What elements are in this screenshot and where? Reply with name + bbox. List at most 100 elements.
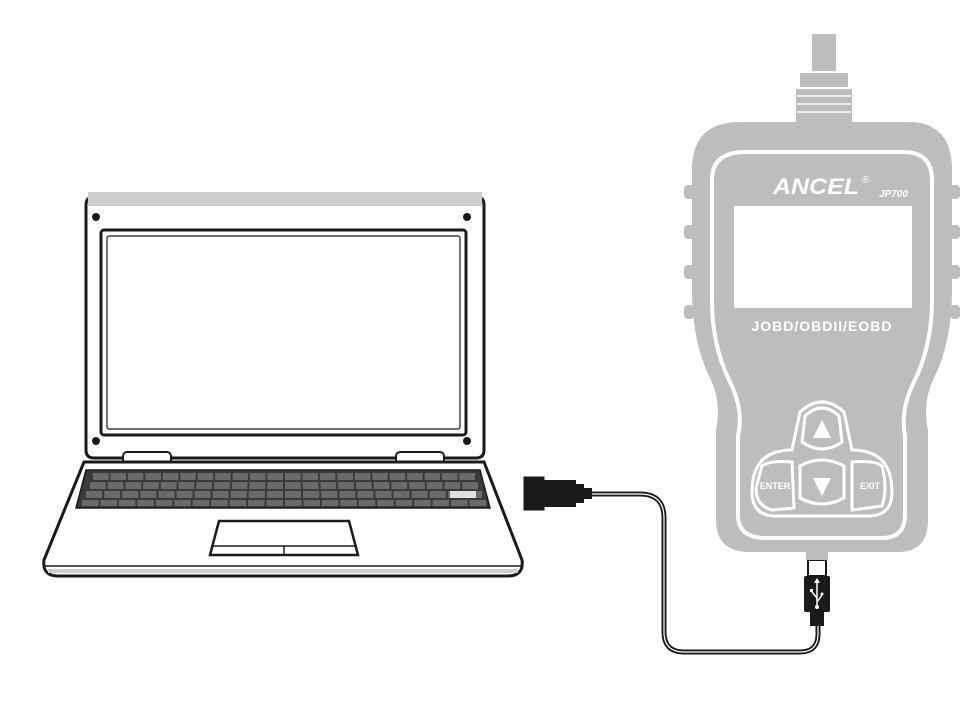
keyboard-key	[180, 473, 196, 480]
keyboard-key	[357, 491, 374, 498]
scanner-display	[734, 206, 912, 308]
keyboard-key	[158, 491, 175, 498]
keyboard-key	[194, 491, 211, 498]
keyboard-key	[155, 500, 173, 506]
triangle-up-icon	[813, 420, 831, 438]
keyboard-key	[338, 482, 354, 489]
registered-mark: ®	[862, 175, 870, 186]
keyboard-key	[303, 500, 320, 506]
enter-label: ENTER	[760, 481, 791, 491]
keyboard-key	[426, 482, 443, 489]
keyboard-key	[250, 473, 266, 480]
usb-plug-scanner	[804, 559, 830, 626]
scanner-brand: ANCEL	[772, 174, 859, 199]
keyboard-key	[391, 482, 408, 489]
up-button[interactable]	[800, 406, 844, 451]
keyboard-key	[104, 491, 121, 498]
keyboard-key	[395, 500, 413, 506]
keyboard-key	[266, 491, 283, 498]
keyboard-key	[321, 491, 338, 498]
keyboard-key	[90, 482, 106, 489]
scanner-keypad: ENTER EXIT	[750, 400, 894, 518]
keyboard-key	[118, 500, 136, 506]
scanner-face	[710, 150, 934, 540]
keyboard-key	[137, 500, 154, 506]
keyboard-key	[340, 500, 357, 506]
keyboard-key	[125, 482, 142, 489]
keyboard-key	[160, 482, 177, 489]
keyboard-key	[214, 482, 230, 489]
down-button[interactable]	[798, 458, 846, 506]
triangle-down-icon	[813, 478, 831, 496]
scanner-protocols: JOBD/OBDII/EOBD	[751, 318, 892, 334]
keyboard-key	[375, 491, 392, 498]
usb-cable	[523, 476, 830, 655]
keyboard-key	[93, 473, 109, 480]
keyboard-key	[302, 473, 318, 480]
usb-plug-laptop	[523, 476, 545, 511]
keyboard-key	[212, 491, 229, 498]
exit-button[interactable]: EXIT	[850, 460, 887, 512]
keyboard-key	[358, 500, 376, 506]
keyboard-key	[82, 500, 99, 506]
keyboard-key	[373, 482, 390, 489]
scanner-model: JP700	[879, 189, 908, 200]
keyboard-key	[285, 482, 301, 489]
keyboard-key	[444, 482, 461, 489]
keyboard-key	[174, 500, 191, 506]
keyboard-key	[354, 473, 371, 480]
keyboard-key	[469, 500, 486, 506]
laptop	[42, 192, 524, 578]
keyboard-key	[411, 491, 428, 498]
keyboard-key	[211, 500, 228, 506]
scanner-grip	[684, 185, 960, 319]
keyboard-key	[319, 473, 336, 480]
keyboard-key	[450, 491, 476, 498]
keyboard-key	[192, 500, 210, 506]
keyboard-key	[285, 473, 301, 480]
keyboard-key	[372, 473, 388, 480]
keyboard-key	[145, 473, 161, 480]
keyboard-key	[100, 500, 117, 506]
keyboard-key	[231, 482, 248, 489]
keyboard-key	[320, 482, 337, 489]
keyboard-key	[230, 491, 247, 498]
keyboard-key	[285, 491, 302, 498]
keyboard-key	[110, 473, 126, 480]
keyboard-key	[321, 500, 339, 506]
keyboard-key	[409, 482, 425, 489]
keyboard-key	[429, 491, 446, 498]
keyboard-key	[122, 491, 139, 498]
keyboard-key	[196, 482, 213, 489]
keyboard-key	[197, 473, 214, 480]
keyboard-key	[127, 473, 144, 480]
keyboard-key	[267, 473, 283, 480]
keyboard-key	[339, 491, 356, 498]
keyboard-key	[249, 482, 266, 489]
keyboard-key	[232, 473, 249, 480]
keyboard-key	[248, 491, 265, 498]
keyboard-key	[414, 500, 431, 506]
keyboard-key	[377, 500, 394, 506]
keyboard-key	[107, 482, 124, 489]
keyboard-key	[451, 500, 468, 506]
exit-label: EXIT	[860, 481, 881, 491]
keyboard-key	[267, 482, 283, 489]
keyboard-key	[285, 500, 302, 506]
keyboard-key	[355, 482, 372, 489]
keyboard-keys	[82, 473, 486, 506]
keyboard-key	[143, 482, 159, 489]
keyboard-key	[215, 473, 231, 480]
keyboard-key	[302, 482, 319, 489]
keyboard-key	[303, 491, 320, 498]
screw-icon	[92, 437, 100, 445]
keyboard-key	[176, 491, 193, 498]
keyboard-key	[459, 473, 475, 480]
screw-icon	[463, 437, 471, 445]
keypad-outline	[750, 400, 894, 518]
enter-button[interactable]: ENTER	[754, 460, 796, 512]
screw-icon	[463, 213, 471, 221]
screw-icon	[92, 213, 100, 221]
obd-connector-stem	[810, 32, 838, 76]
